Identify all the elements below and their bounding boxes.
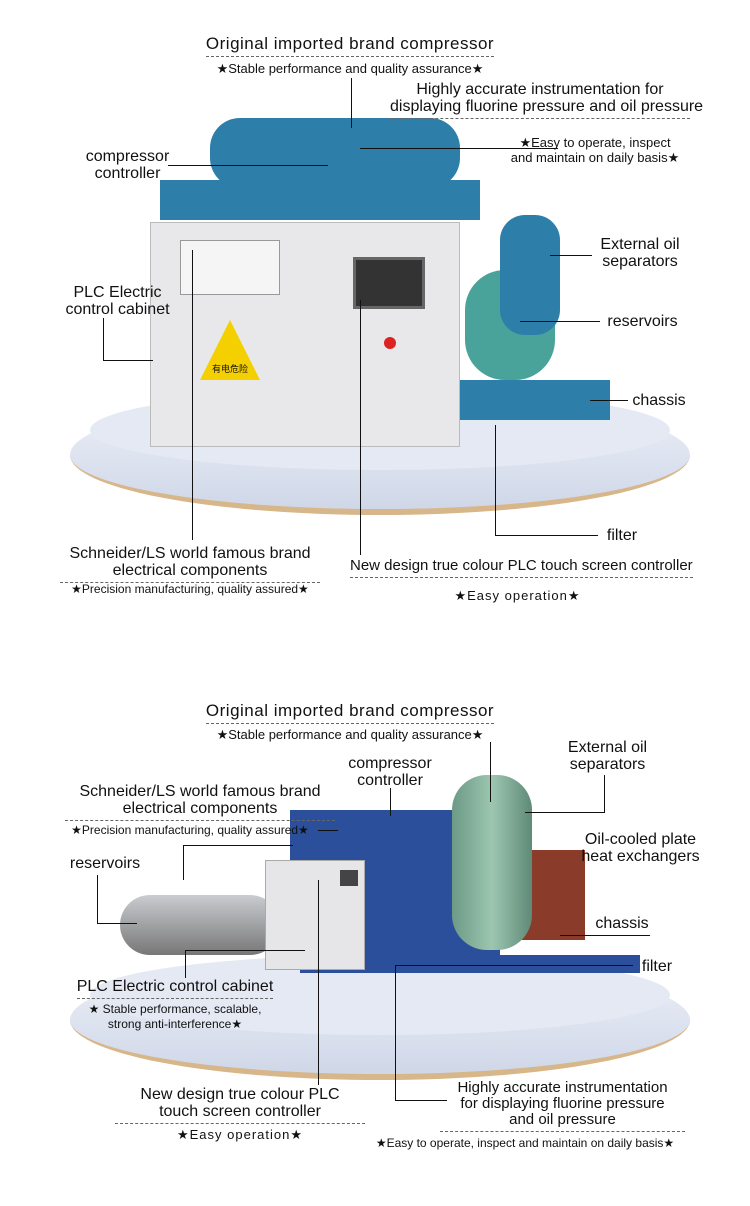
compressor-subtitle: ★Stable performance and quality assuranc… — [216, 727, 484, 742]
touch-screen-label: New design true colour PLC touch screen … — [350, 557, 693, 578]
schneider-subtitle: ★Precision manufacturing, quality assure… — [71, 582, 309, 596]
chassis-frame — [450, 380, 610, 420]
reservoir-tank — [120, 895, 280, 955]
touch-screen-subtitle: ★Easy operation★ — [176, 1127, 304, 1142]
oil-separator-tank — [452, 775, 532, 950]
touch-screen-subtitle: ★Easy operation★ — [454, 588, 581, 603]
compressor-title: Original imported brand compressor — [150, 701, 550, 724]
filter-label: filter — [641, 958, 673, 975]
touch-screen[interactable] — [353, 257, 425, 309]
compressor-body — [210, 118, 460, 188]
chassis-label: chassis — [595, 915, 649, 932]
instrumentation-subtitle: ★Easy to operate, inspect and maintain o… — [375, 1136, 675, 1150]
warning-label: 有电危险 — [211, 364, 248, 374]
plc-cabinet-subtitle: ★ Stable performance, scalable,strong an… — [88, 1002, 262, 1031]
compressor-title: Original imported brand compressor — [150, 34, 550, 57]
reservoirs-label: reservoirs — [607, 313, 678, 330]
plc-cabinet-label: PLC Electric control cabinet — [60, 978, 290, 999]
oil-separator-tank — [500, 215, 560, 335]
chassis-label: chassis — [632, 392, 686, 409]
emergency-stop-button[interactable] — [384, 337, 396, 349]
chassis-frame — [300, 955, 640, 973]
schneider-subtitle: ★Precision manufacturing, quality assure… — [71, 823, 309, 837]
breaker-panel — [180, 240, 280, 295]
touch-screen[interactable] — [340, 870, 358, 886]
filter-label: filter — [606, 527, 638, 544]
compressor-subtitle: ★Stable performance and quality assuranc… — [216, 61, 484, 76]
reservoirs-label: reservoirs — [69, 855, 141, 872]
